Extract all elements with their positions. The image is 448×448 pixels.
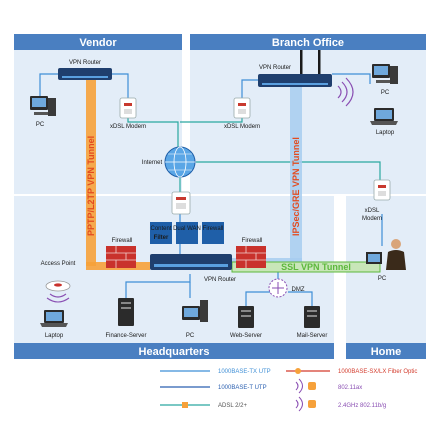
vendor-title: Vendor <box>79 37 117 49</box>
headquarters-title: Headquarters <box>139 346 210 358</box>
branch-laptop-icon <box>370 108 398 125</box>
mail-server-label: Mail-Server <box>297 333 328 339</box>
legend-fiber-marker <box>295 368 301 374</box>
home-region <box>346 196 426 356</box>
right-firewall-icon <box>236 246 266 268</box>
web-server-icon <box>238 306 254 328</box>
hq-vpn-router-label: VPN Router <box>204 277 236 283</box>
home-modem-label-line2: Modem <box>362 216 382 222</box>
hq-laptop-icon <box>40 310 68 327</box>
legend-wifi-bg-icon <box>295 396 303 412</box>
hq-vpn-router <box>150 254 232 270</box>
finance-server-label: Finance-Server <box>105 333 146 339</box>
branch-modem-icon <box>233 97 251 119</box>
legend-wifi-ax-icon <box>295 378 303 394</box>
legend-utp-tx-label: 1000BASE-TX UTP <box>218 369 271 375</box>
ipsec-tunnel-band <box>290 82 302 266</box>
hq-router-to-switch-line <box>125 274 191 298</box>
dmz-to-mail-server-line <box>288 291 313 306</box>
content-filter-label-line1: Content <box>150 226 171 232</box>
vendor-router-to-modem-line <box>112 73 129 98</box>
branch-office-header <box>190 34 426 50</box>
pptp-tunnel-label: PPTP/L2TP VPN Tunnel <box>86 136 96 236</box>
vendor-pc-icon <box>30 96 56 116</box>
dual-wan-label: Dual WAN <box>173 226 201 232</box>
access-point-wifi-icon <box>46 293 70 303</box>
legend-wifi-bg-badge <box>308 400 316 408</box>
content-filter-badge: Content Filter <box>150 222 172 244</box>
legend-adsl-label: ADSL 2/2+ <box>218 403 247 409</box>
vendor-vpn-router <box>58 68 112 80</box>
left-firewall-label: Firewall <box>112 238 133 244</box>
vendor-modem-icon <box>119 97 137 119</box>
internet-globe-icon <box>164 146 196 178</box>
vendor-header <box>14 34 182 50</box>
access-point-label: Access Point <box>41 261 76 267</box>
legend-wifi-ax-badge <box>308 382 316 390</box>
firewall-badge: Firewall <box>202 222 224 244</box>
dmz-to-web-server-line <box>245 291 270 306</box>
finance-server-icon <box>118 298 134 326</box>
web-server-label: Web-Server <box>230 333 262 339</box>
access-point-icon <box>45 280 71 292</box>
branch-wifi-icon <box>337 77 354 107</box>
legend-adsl-marker <box>182 402 188 408</box>
hq-pc-label: PC <box>186 333 195 339</box>
hq-pc-icon <box>182 300 208 322</box>
hq-laptop-label: Laptop <box>45 333 64 339</box>
branch-vpn-router-label: VPN Router <box>259 65 291 71</box>
legend-wifi-bg-label: 2.4GHz 802.11b/g <box>338 403 386 409</box>
headquarters-header <box>14 343 334 359</box>
home-modem-icon <box>373 179 391 201</box>
vendor-pc-label: PC <box>36 122 45 128</box>
branch-router-to-modem-line <box>241 79 258 98</box>
branch-office-title: Branch Office <box>272 37 344 49</box>
headquarters-region <box>14 196 334 356</box>
branch-pc-label: PC <box>381 90 390 96</box>
connection-lines <box>39 73 383 306</box>
vendor-modem-label: xDSL Modem <box>110 124 146 130</box>
branch-laptop-label: Laptop <box>376 130 395 136</box>
branch-vpn-router <box>258 50 332 87</box>
branch-modem-to-internet-line <box>180 118 243 123</box>
home-header <box>346 343 426 359</box>
legend: 1000BASE-TX UTP 1000BASE-T UTP ADSL 2/2+… <box>160 368 417 412</box>
hq-modem-icon <box>171 191 191 215</box>
internet-to-home-modem-line <box>196 161 381 180</box>
branch-router-to-pc-line <box>332 73 371 84</box>
legend-wifi-ax-label: 802.11ax <box>338 385 362 391</box>
home-title: Home <box>371 346 402 358</box>
dmz-label: DMZ <box>292 287 305 293</box>
dual-wan-badge: Dual WAN <box>173 222 201 244</box>
branch-modem-label: xDSL Modem <box>224 124 260 130</box>
internet-label: Internet <box>142 160 163 166</box>
home-user-icon <box>366 239 406 270</box>
ipsec-tunnel-label: IPSec/GRE VPN Tunnel <box>291 137 301 236</box>
vendor-vpn-router-label: VPN Router <box>69 60 101 66</box>
firewall-badge-label: Firewall <box>203 226 224 232</box>
right-firewall-label: Firewall <box>242 238 263 244</box>
branch-pc-icon <box>372 64 398 84</box>
legend-fiber-label: 1000BASE-SX/LX Fiber Optic <box>338 369 417 375</box>
vendor-router-to-pc-line <box>39 73 58 98</box>
left-firewall-icon <box>106 246 136 268</box>
legend-utp-t-label: 1000BASE-T UTP <box>218 385 267 391</box>
home-pc-label: PC <box>378 276 387 282</box>
ssl-tunnel-label: SSL VPN Tunnel <box>281 262 351 272</box>
home-modem-label-line1: xDSL <box>365 208 380 214</box>
pptp-tunnel-band <box>86 80 96 266</box>
content-filter-label-line2: Filter <box>154 235 169 241</box>
vendor-modem-to-internet-line <box>127 118 179 148</box>
dmz-switch-icon <box>268 278 288 298</box>
mail-server-icon <box>304 306 320 328</box>
